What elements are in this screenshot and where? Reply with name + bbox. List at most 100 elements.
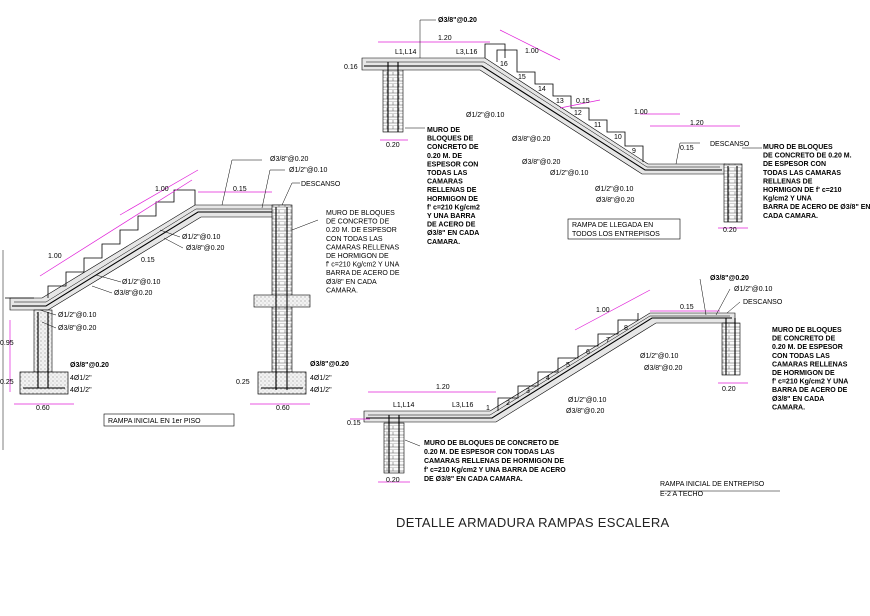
stair-step [484,43,506,58]
note-line: DE CONCRETO DE 0.20 M. [763,153,852,160]
dim-100: 1.00 [525,48,539,55]
right-beam [253,294,311,308]
detail-label: RAMPA INICIAL DE ENTREPISO [660,481,765,488]
leader [261,169,285,209]
tag-l3l16: L3,L16 [456,49,478,56]
note-line: BARRA DE ACERO DE Ø3/8" EN [763,204,870,211]
right-footing [257,371,307,395]
dim-line-100 [119,169,199,216]
dim-025: 0.25 [236,379,250,386]
note-line: CON TODAS LAS [326,236,383,243]
dim-line-100 [574,289,651,331]
note-line: 0.20 M. DE ESPESOR CON TODAS LAS [424,449,555,456]
descanso-label: DESCANSO [710,141,750,148]
note-line: 0.20 M. DE [427,153,462,160]
step-number: 14 [538,86,546,93]
dim-060: 0.60 [276,405,290,412]
leader [404,439,421,447]
rebar-label: Ø1/2"@0.10 [182,234,220,241]
note-line: CAMARAS RELLENAS [326,244,399,251]
rebar-label: 4Ø1/2" [310,375,332,382]
right-wall [271,204,293,373]
note-line: BLOQUES DE [427,136,474,143]
note-line: ESPESOR CON [427,161,478,168]
right-wall [723,163,743,223]
note-line: CONCRETO DE [427,144,479,151]
leader [91,285,113,294]
dim-100: 1.00 [48,253,62,260]
leader [159,229,181,238]
dim-015: 0.15 [680,145,694,152]
rebar-label: Ø3/8"@0.20 [270,156,308,163]
rebar-label: Ø3/8"@0.20 [710,275,749,282]
left-column [33,309,53,373]
step-number: 12 [574,110,582,117]
dim-015: 0.15 [576,98,590,105]
slab-rebar [364,65,722,171]
rebar-label: Ø1/2"@0.10 [122,279,160,286]
step-number: 1 [486,405,490,412]
stair-steps [496,49,644,162]
step-number: 3 [526,388,530,395]
rebar-label: Ø1/2"@0.10 [550,170,588,177]
tag-l3l16: L3,L16 [452,402,474,409]
dim-020: 0.20 [722,386,736,393]
note-line: DE ACERO DE [427,222,476,229]
step-number: 6 [586,349,590,356]
note-line: CAMARA. [427,239,460,246]
leader [221,159,262,206]
note-line: 0.20 M. DE ESPESOR [772,344,843,351]
leader [291,219,319,231]
dim-100: 1.00 [155,186,169,193]
note-line: MURO DE BLOQUES [772,327,842,334]
right-wall [721,322,741,376]
note-line: HORMIGON DE f' c=210 [763,187,842,194]
note-line: 0.20 M. DE ESPESOR [326,227,397,234]
note-line: DE HORMIGON DE [772,370,835,377]
note-line: HORMIGON DE [427,196,478,203]
step-number: 4 [546,375,550,382]
rebar-label: Ø3/8"@0.20 [438,17,477,24]
detail-label: E-2 A TECHO [660,491,704,498]
step-number: 16 [500,61,508,68]
note-line: BARRA DE ACERO DE [326,270,400,277]
dim-015: 0.15 [141,257,155,264]
dim-line-100 [39,179,193,277]
note-line: Kg/cm2 Y UNA [763,196,812,203]
detail-label: TODOS LOS ENTREPISOS [572,231,660,238]
slab-rebar [366,61,720,168]
leader [715,288,731,316]
rebar-label: Ø3/8"@0.20 [186,245,224,252]
rebar-label: Ø3/8"@0.20 [566,408,604,415]
wall-note: MURO DE BLOQUES DE CONCRETO DE 0.20 M. DE… [424,440,566,483]
step-number: 13 [556,98,564,105]
rebar-label: Ø1/2"@0.10 [568,397,606,404]
rebar-label: Ø3/8"@0.20 [70,362,109,369]
note-line: Ø3/8" EN CADA [772,396,824,403]
step-number: 8 [624,325,628,332]
rebar-label: Ø1/2"@0.10 [289,167,327,174]
note-line: MURO DE BLOQUES DE CONCRETO DE [424,440,559,447]
dim-100: 1.00 [634,109,648,116]
label-box [567,218,681,240]
rebar-label: Ø1/2"@0.10 [595,186,633,193]
step-number: 15 [518,74,526,81]
detail-rampa-de-llegada: Ø3/8"@0.20 1.20 L1,L14 L3,L16 0.16 1.00 … [344,17,870,246]
rebar-label: Ø3/8"@0.20 [512,136,550,143]
note-line: CAMARAS [427,179,463,186]
leader [675,142,681,165]
note-line: Ø3/8" EN CADA [427,230,479,237]
note-line: f' c=210 Kg/cm2 Y UNA [326,262,400,269]
slab-rebar-bottom [14,208,282,303]
tag-l1l14: L1,L14 [395,49,417,56]
note-line: CAMARAS RELLENAS [772,361,848,368]
note-line: MURO DE BLOQUES [326,210,395,217]
descanso-label: DESCANSO [743,299,783,306]
rebar-label: Ø3/8"@0.20 [310,361,349,368]
dim-025: 0.25 [0,379,14,386]
